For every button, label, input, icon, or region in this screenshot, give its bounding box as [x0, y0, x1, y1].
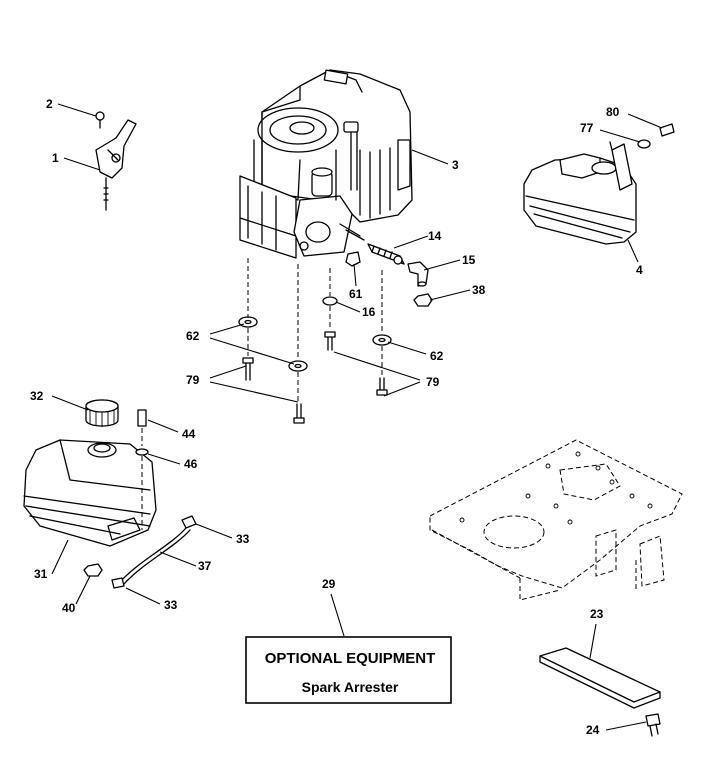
callout-80: 80 [606, 105, 620, 119]
callout-44: 44 [182, 427, 196, 441]
callout-33-lower: 33 [164, 598, 178, 612]
callout-32: 32 [30, 389, 44, 403]
callout-38: 38 [472, 283, 486, 297]
callout-24: 24 [586, 723, 600, 737]
callout-31: 31 [34, 567, 48, 581]
leader-lines [51, 103, 663, 731]
callout-14: 14 [428, 229, 442, 243]
callouts: 2 1 3 4 80 77 14 15 38 61 16 62 62 79 79… [30, 97, 643, 737]
callout-16: 16 [362, 305, 376, 319]
callout-4: 4 [636, 263, 643, 277]
callout-37: 37 [198, 559, 212, 573]
washer-77 [637, 139, 651, 149]
washer-16 [322, 296, 338, 306]
nut-38 [413, 293, 433, 307]
callout-1: 1 [52, 151, 59, 165]
screw-24 [645, 713, 661, 737]
optional-equipment-title: OPTIONAL EQUIPMENT [265, 650, 436, 667]
screw-44 [137, 409, 147, 427]
callout-15: 15 [462, 253, 476, 267]
nut-40 [83, 563, 103, 577]
fuel-tank [23, 439, 157, 547]
washer-62b [288, 360, 308, 372]
part-61 [345, 251, 361, 267]
washer-46 [135, 448, 149, 456]
clamp-33a [181, 515, 197, 529]
callout-29: 29 [322, 577, 336, 591]
throttle-bracket [95, 111, 137, 211]
engine [239, 69, 413, 259]
frame [429, 439, 683, 601]
callout-79-right: 79 [426, 375, 440, 389]
spark-arrester-label: Spark Arrester [302, 679, 399, 695]
callout-62-right: 62 [430, 349, 444, 363]
callout-62-left: 62 [186, 329, 200, 343]
washer-62a [238, 316, 258, 328]
callout-2: 2 [46, 97, 53, 111]
callout-79-left: 79 [186, 373, 200, 387]
fuel-cap [85, 399, 119, 427]
callout-3: 3 [452, 158, 459, 172]
washer-62c [372, 334, 392, 346]
bolts-79 [242, 331, 388, 424]
callout-46: 46 [184, 457, 198, 471]
screw-80 [659, 123, 675, 137]
optional-equipment-box: OPTIONAL EQUIPMENT Spark Arrester [245, 636, 452, 704]
clamp-33b [111, 577, 125, 589]
muffler [523, 141, 637, 245]
callout-61: 61 [349, 287, 363, 301]
fuel-hose-37 [119, 527, 187, 583]
callout-23: 23 [590, 607, 604, 621]
plate-23 [539, 647, 661, 709]
callout-33-upper: 33 [236, 532, 250, 546]
callout-40: 40 [62, 601, 76, 615]
callout-77: 77 [580, 121, 594, 135]
